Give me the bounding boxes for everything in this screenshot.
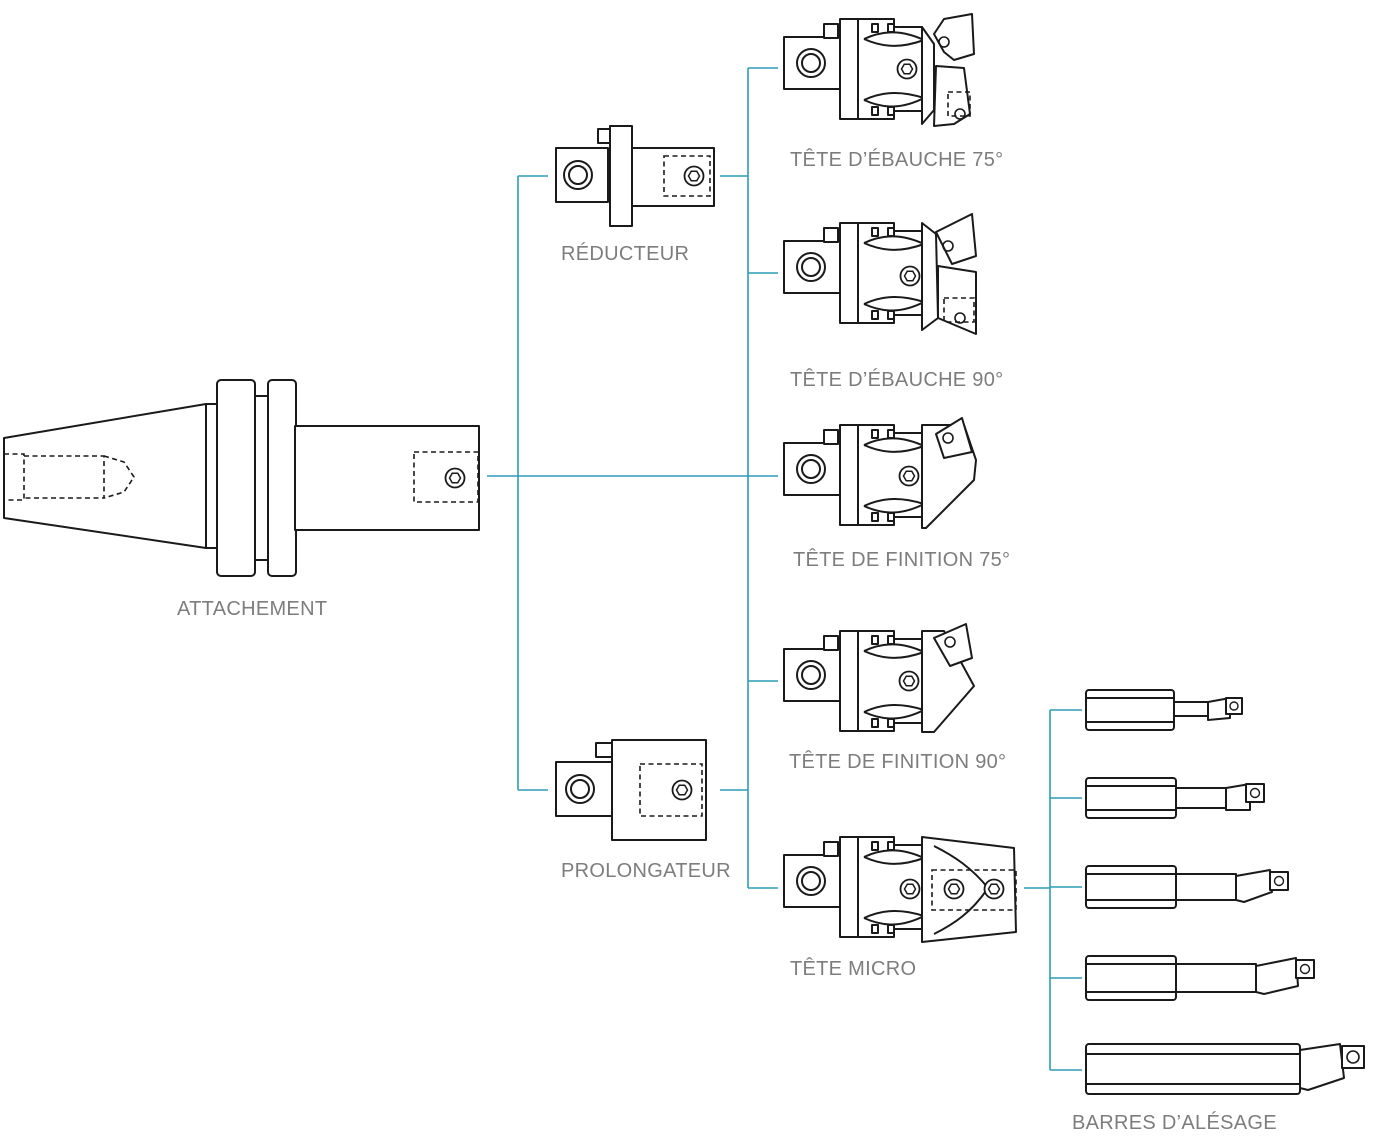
roughing-head-90-icon — [784, 213, 977, 335]
label-rough-90: TÊTE D’ÉBAUCHE 90° — [790, 369, 1004, 391]
boring-bars — [1085, 689, 1365, 1095]
boring-bar-3-icon — [1085, 865, 1289, 909]
label-attachment: ATTACHEMENT — [177, 598, 328, 620]
micro-head-icon — [784, 836, 1017, 943]
boring-bar-4-icon — [1085, 955, 1315, 1001]
label-extension: PROLONGATEUR — [561, 860, 731, 882]
boring-bar-2-icon — [1085, 777, 1265, 819]
finishing-head-75-icon — [784, 417, 977, 529]
connector-lines — [487, 67, 1082, 1071]
boring-bar-1-icon — [1085, 689, 1243, 731]
extension-icon — [555, 739, 707, 841]
boring-bar-5-icon — [1085, 1043, 1365, 1095]
label-micro: TÊTE MICRO — [790, 958, 917, 980]
label-reducer: RÉDUCTEUR — [561, 243, 690, 265]
reducer-icon — [555, 125, 715, 227]
label-boring-bars: BARRES D’ALÉSAGE — [1072, 1112, 1277, 1134]
label-rough-75: TÊTE D’ÉBAUCHE 75° — [790, 149, 1004, 171]
roughing-head-75-icon — [784, 13, 975, 127]
finishing-head-90-icon — [784, 623, 975, 733]
label-finish-90: TÊTE DE FINITION 90° — [789, 751, 1007, 773]
taper-holder-icon — [3, 379, 480, 577]
label-finish-75: TÊTE DE FINITION 75° — [793, 549, 1011, 571]
